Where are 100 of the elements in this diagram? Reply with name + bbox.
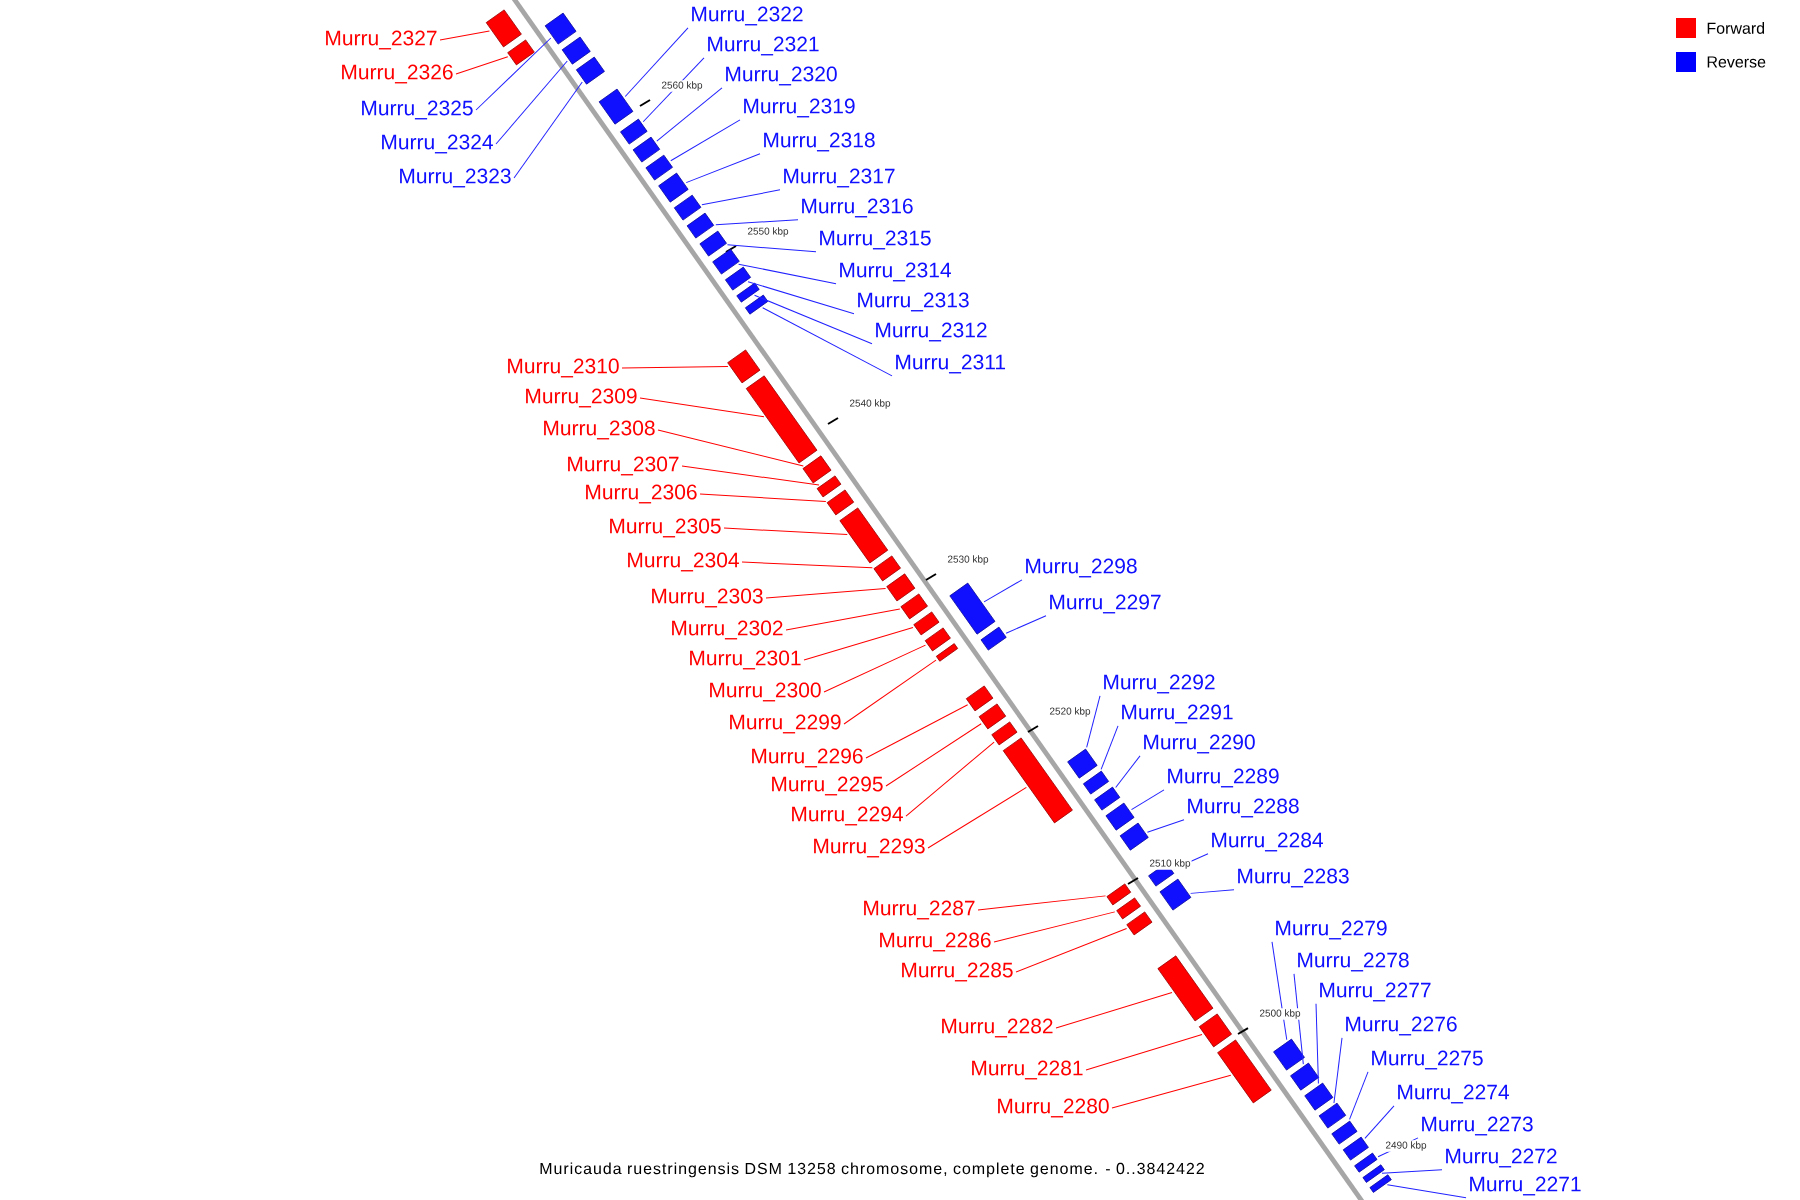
gene-block <box>924 627 951 652</box>
gene-label: Murru_2294 <box>792 806 903 826</box>
leader-line <box>726 244 817 253</box>
gene-label: Murru_2306 <box>586 484 697 504</box>
gene-block <box>913 611 940 636</box>
leader-line <box>1086 695 1101 748</box>
gene-block <box>620 118 648 145</box>
gene-label: Murru_2317 <box>784 168 895 188</box>
gene-label: Murru_2322 <box>692 6 803 26</box>
gene-label: Murru_2288 <box>1188 798 1299 818</box>
leader-line <box>1005 615 1047 634</box>
gene-block <box>1369 1174 1392 1193</box>
leader-line <box>1085 1034 1203 1071</box>
leader-line <box>1190 889 1235 894</box>
leader-line <box>624 27 689 97</box>
gene-label: Murru_2280 <box>998 1098 1109 1118</box>
gene-label: Murru_2323 <box>400 168 511 188</box>
leader-line <box>1349 1071 1369 1120</box>
gene-label: Murru_2305 <box>610 518 721 538</box>
leader-line <box>657 429 804 467</box>
gene-label: Murru_2297 <box>1050 594 1161 614</box>
gene-label: Murru_2296 <box>752 748 863 768</box>
gene-label: Murru_2312 <box>876 322 987 342</box>
gene-block <box>1290 1062 1320 1091</box>
gene-label: Murru_2284 <box>1212 832 1323 852</box>
leader-line <box>1377 1137 1419 1158</box>
gene-block <box>1273 1038 1305 1071</box>
leader-line <box>1333 1037 1343 1104</box>
caption: Muricauda ruestringensis DSM 13258 chromosome, complete genome. - 0..3842422 <box>540 1162 1204 1178</box>
gene-label: Murru_2299 <box>730 714 841 734</box>
gene-block <box>1002 737 1073 824</box>
leader-line <box>656 87 723 142</box>
gene-block <box>839 507 889 564</box>
gene-label: Murru_2290 <box>1144 734 1255 754</box>
gene-block <box>949 582 996 635</box>
gene-block <box>900 593 928 620</box>
gene-block <box>816 475 842 498</box>
gene-label: Murru_2277 <box>1320 982 1431 1002</box>
gene-block <box>1217 1039 1272 1104</box>
gene-label: Murru_2302 <box>672 620 783 640</box>
gene-label: Murru_2272 <box>1446 1148 1557 1168</box>
gene-block <box>1105 802 1135 831</box>
gene-block <box>632 136 661 163</box>
gene-label: Murru_2315 <box>820 230 931 250</box>
gene-block <box>1354 1152 1378 1173</box>
gene-block <box>561 36 591 65</box>
leader-line <box>699 493 827 503</box>
leader-line <box>885 723 982 787</box>
gene-block <box>886 573 916 602</box>
gene-label: Murru_2319 <box>744 98 855 118</box>
gene-block <box>1126 911 1153 936</box>
gene-label: Murru_2310 <box>508 358 619 378</box>
gene-block <box>1106 883 1132 906</box>
gene-block <box>658 172 689 203</box>
leader-line <box>905 741 995 817</box>
leader-line <box>1381 1169 1443 1174</box>
gene-block <box>699 230 727 257</box>
gene-block <box>686 212 715 239</box>
gene-label: Murru_2298 <box>1026 558 1137 578</box>
gene-label: Murru_2286 <box>880 932 991 952</box>
leader-line <box>475 37 552 111</box>
gene-label: Murru_2282 <box>942 1018 1053 1038</box>
gene-label: Murru_2313 <box>858 292 969 312</box>
leader-line <box>723 527 848 536</box>
leader-line <box>762 307 893 377</box>
gene-block <box>575 56 605 85</box>
gene-block <box>965 685 994 712</box>
leader-line <box>439 30 490 41</box>
gene-block <box>978 703 1007 730</box>
leader-line <box>747 281 855 315</box>
leader-line <box>639 397 765 418</box>
leader-line <box>993 911 1116 943</box>
gene-block <box>1083 770 1110 795</box>
leader-line <box>1111 1074 1232 1109</box>
leader-line <box>1293 973 1304 1065</box>
gene-label: Murru_2309 <box>526 388 637 408</box>
gene-label: Murru_2321 <box>708 36 819 56</box>
leader-line <box>738 263 837 285</box>
gene-label: Murru_2324 <box>382 134 493 154</box>
gene-block <box>1362 1164 1385 1183</box>
gene-label: Murru_2289 <box>1168 768 1279 788</box>
leader-line <box>843 659 937 725</box>
leader-line <box>823 644 926 693</box>
gene-label: Murru_2283 <box>1238 868 1349 888</box>
leader-line <box>1015 927 1128 973</box>
leader-line <box>701 189 781 206</box>
leader-line <box>681 465 820 486</box>
legend-label: Reverse <box>1707 56 1766 68</box>
gene-block <box>980 626 1007 651</box>
leader-line <box>977 895 1107 911</box>
gene-label: Murru_2278 <box>1298 952 1409 972</box>
gene-label: Murru_2295 <box>772 776 883 796</box>
leader-line <box>1271 941 1288 1041</box>
gene-label: Murru_2307 <box>568 456 679 476</box>
gene-block <box>1094 786 1121 811</box>
gene-block <box>645 154 673 181</box>
gene-block <box>1318 1102 1347 1129</box>
gene-block <box>1157 955 1214 1022</box>
gene-block <box>544 12 577 45</box>
gene-label: Murru_2304 <box>628 552 739 572</box>
